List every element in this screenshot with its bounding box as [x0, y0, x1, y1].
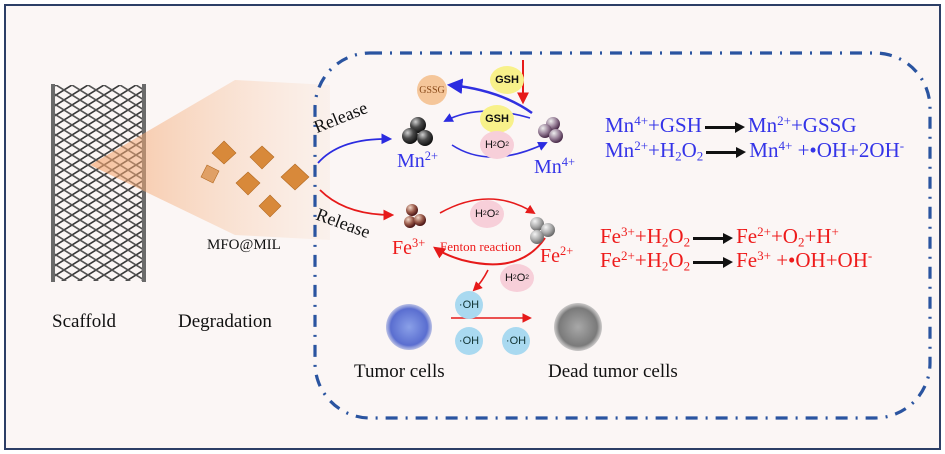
release-arrow-fe: [319, 189, 395, 221]
gsh-bubble-mid: GSH: [480, 105, 514, 133]
reaction-arrow: [706, 147, 747, 159]
mfo-mil-particles: [200, 140, 310, 218]
ion-charge: 2+: [424, 149, 438, 164]
release-arrow-mn: [317, 133, 393, 164]
mfo-mil-label: MFO@MIL: [207, 237, 281, 253]
arrow-fe2-to-oh: [472, 269, 489, 292]
reaction-arrow: [693, 257, 734, 269]
oh-radical-bubble: ·OH: [455, 327, 483, 355]
mn2-label: Mn2+: [397, 149, 438, 172]
fe2-label: Fe2+: [540, 244, 574, 267]
reaction-arrow: [693, 233, 734, 245]
ion-charge: 3+: [412, 236, 426, 251]
dead-tumor-cell: [554, 303, 602, 351]
mn4-cluster: [538, 117, 563, 143]
oh-radical-bubble: ·OH: [502, 327, 530, 355]
reaction-arrow: [704, 122, 745, 134]
scaffold-label: Scaffold: [52, 311, 117, 332]
dead-tumor-cells-label: Dead tumor cells: [548, 361, 678, 382]
mechanism-box: [313, 51, 932, 420]
ion-symbol: Fe: [392, 237, 412, 259]
figure-frame: [4, 4, 941, 450]
tumor-cells-label: Tumor cells: [354, 361, 445, 382]
arrow-mn4-to-gssg: [446, 78, 533, 115]
degradation-label: Degradation: [178, 311, 272, 332]
gssg-bubble: GSSG: [417, 75, 447, 105]
arrow-fe2-to-fe3: [433, 237, 546, 266]
mn4-label: Mn4+: [534, 155, 575, 178]
fe3-cluster: [404, 204, 426, 228]
ion-symbol: Mn: [534, 156, 562, 178]
tumor-cell: [386, 304, 432, 350]
mn2-cluster: [402, 117, 433, 146]
arrow-fe3-to-fe2: [439, 198, 536, 215]
fenton-reaction-label: Fenton reaction: [440, 239, 522, 254]
ion-charge: 4+: [561, 155, 575, 170]
ion-symbol: Mn: [397, 150, 425, 172]
fe2-cluster: [530, 217, 555, 244]
fe3-label: Fe3+: [392, 236, 426, 259]
ion-charge: 2+: [560, 244, 574, 259]
gsh-bubble-top: GSH: [490, 66, 524, 94]
ion-symbol: Fe: [540, 245, 560, 267]
oh-radical-bubble: ·OH: [455, 291, 483, 319]
